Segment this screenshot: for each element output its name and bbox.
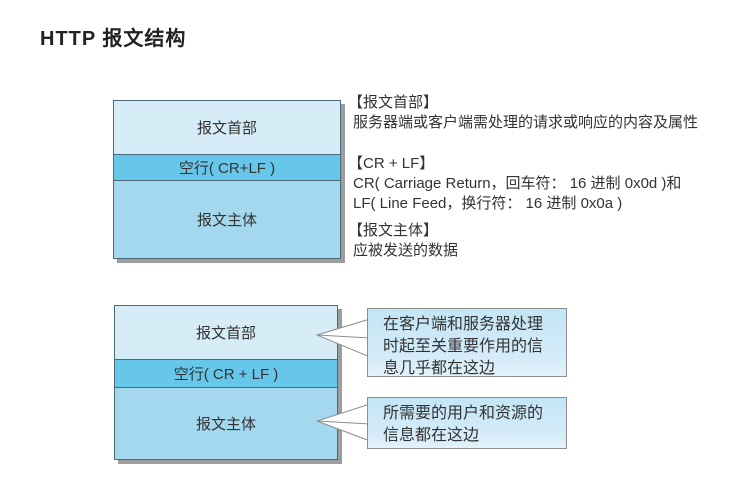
blank-line-section: 空行( CR+LF ) xyxy=(114,154,340,181)
callout-text: 所需要的用户和资源的信息都在这边 xyxy=(383,405,544,444)
message-header-section: 报文首部 xyxy=(115,306,337,359)
message-header-label: 报文首部 xyxy=(196,120,257,137)
callout-text: 在客户端和服务器处理时起至关重要作用的信息几乎都在这边 xyxy=(383,316,544,377)
annotation-line: 应被发送的数据 xyxy=(353,242,459,259)
message-body-section: 报文主体 xyxy=(114,181,340,258)
callout-tail-icon xyxy=(315,403,371,442)
annotation-line: 服务器端或客户端需处理的请求或响应的内容及属性 xyxy=(353,114,699,131)
annotation-message-body: 【报文主体】 应被发送的数据 xyxy=(348,221,458,261)
http-message-box-bottom: 报文首部 空行( CR + LF ) 报文主体 xyxy=(114,305,338,460)
blank-line-label: 空行( CR + LF ) xyxy=(173,366,279,383)
callout-header-note: 在客户端和服务器处理时起至关重要作用的信息几乎都在这边 xyxy=(367,308,567,377)
callout-body-note: 所需要的用户和资源的信息都在这边 xyxy=(367,397,567,449)
message-header-section: 报文首部 xyxy=(114,101,340,154)
message-body-label: 报文主体 xyxy=(195,416,256,433)
message-header-label: 报文首部 xyxy=(195,325,256,342)
page-title: HTTP 报文结构 xyxy=(40,28,187,50)
message-body-section: 报文主体 xyxy=(115,388,337,459)
annotation-crlf: 【CR + LF】 CR( Carriage Return，回车符： 16 进制… xyxy=(348,154,681,214)
annotation-title: 【报文主体】 xyxy=(348,222,439,239)
blank-line-label: 空行( CR+LF ) xyxy=(178,160,276,177)
callout-tail-icon xyxy=(315,318,371,358)
blank-line-section: 空行( CR + LF ) xyxy=(115,359,337,388)
annotation-title: 【CR + LF】 xyxy=(348,155,435,172)
annotation-title: 【报文首部】 xyxy=(348,94,439,111)
http-message-box-top: 报文首部 空行( CR+LF ) 报文主体 xyxy=(113,100,341,259)
annotation-line: CR( Carriage Return，回车符： 16 进制 0x0d )和 xyxy=(353,175,682,192)
annotation-line: LF( Line Feed，换行符： 16 进制 0x0a ) xyxy=(353,195,623,212)
message-body-label: 报文主体 xyxy=(196,212,257,229)
annotation-message-header: 【报文首部】 服务器端或客户端需处理的请求或响应的内容及属性 xyxy=(348,93,698,133)
